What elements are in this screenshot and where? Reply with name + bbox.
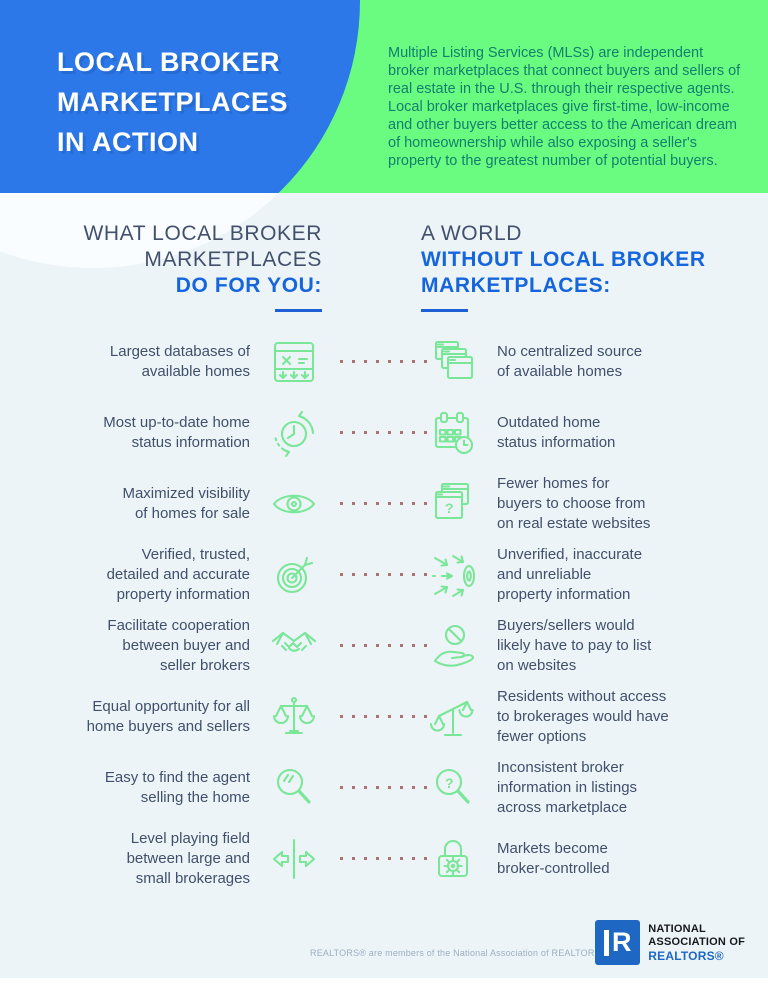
target-arrow-icon	[276, 556, 314, 593]
scales-balanced-icon	[272, 696, 316, 734]
dotted-divider	[340, 431, 427, 434]
clock-refresh-icon	[273, 410, 315, 457]
comparison-row: Maximized visibility of homes for sale ?	[0, 468, 768, 539]
dotted-divider	[340, 644, 427, 647]
dotted-divider	[340, 786, 427, 789]
logo-text-line: ASSOCIATION OF	[648, 935, 745, 948]
database-window-icon	[273, 341, 315, 382]
handshake-icon	[271, 631, 317, 652]
column-headings: WHAT LOCAL BROKER MARKETPLACES DO FOR YO…	[0, 193, 768, 317]
benefit-label: Equal opportunity for all home buyers an…	[86, 697, 250, 735]
comparison-row: Verified, trusted, detailed and accurate…	[0, 539, 768, 610]
benefit-label: Verified, trusted, detailed and accurate…	[106, 545, 250, 603]
logo-letter: R	[612, 927, 632, 957]
benefit-label: Maximized visibility of homes for sale	[122, 484, 250, 522]
right-column-heading: A WORLD WITHOUT LOCAL BROKER MARKETPLACE…	[421, 221, 706, 317]
nar-logo-mark: R	[595, 920, 641, 965]
drawback-label: Unverified, inaccurate and unreliable pr…	[497, 545, 643, 603]
title-line: MARKETPLACES	[57, 87, 289, 117]
benefit-label: Facilitate cooperation between buyer and…	[107, 616, 250, 674]
dotted-divider	[340, 857, 427, 860]
eye-icon	[272, 494, 316, 513]
stacked-windows-icon	[434, 340, 474, 379]
level-arrows-icon	[272, 838, 316, 879]
blue-blob-shape	[0, 0, 360, 193]
comparison-row: Equal opportunity for all home buyers an…	[0, 681, 768, 752]
nar-logo: R NATIONAL ASSOCIATION OF REALTORS®	[595, 920, 745, 965]
comparison-rows: Largest databases of available homes	[0, 326, 768, 894]
benefit-label: Largest databases of available homes	[109, 342, 250, 380]
logo-bar-shape	[604, 929, 610, 956]
drawback-label: Residents without access to brokerages w…	[497, 687, 669, 745]
heading-line-bold: DO FOR YOU:	[175, 274, 322, 297]
heading-line: WHAT LOCAL BROKER	[83, 222, 322, 245]
question-glyph: ?	[445, 500, 454, 516]
magnifier-icon	[276, 768, 311, 804]
heading-line: MARKETPLACES	[144, 248, 322, 271]
heading-line-bold: WITHOUT LOCAL BROKER	[421, 248, 706, 271]
title-line: IN ACTION	[57, 127, 199, 157]
drawback-label: Buyers/sellers would likely have to pay …	[497, 616, 652, 674]
dotted-divider	[340, 360, 427, 363]
drawback-label: Inconsistent broker information in listi…	[497, 758, 638, 816]
comparison-row: Largest databases of available homes	[0, 326, 768, 397]
bottom-white-strip	[0, 978, 768, 989]
lock-gear-icon	[437, 839, 469, 877]
drawback-label: Outdated home status information	[497, 413, 616, 451]
logo-text-line: REALTORS®	[648, 948, 724, 963]
drawback-label: Fewer homes for buyers to choose from on…	[497, 474, 651, 532]
header-banner: LOCAL BROKER MARKETPLACES IN ACTION Mult…	[0, 0, 768, 193]
drawback-label: Markets become broker-controlled	[497, 839, 610, 877]
comparison-row: Easy to find the agent selling the home …	[0, 752, 768, 823]
heading-line-bold: MARKETPLACES:	[421, 274, 611, 297]
heading-underline	[421, 309, 468, 312]
heading-underline	[275, 309, 322, 312]
left-column-heading: WHAT LOCAL BROKER MARKETPLACES DO FOR YO…	[70, 221, 322, 317]
footer-disclaimer: REALTORS® are members of the National As…	[310, 948, 608, 958]
logo-text-line: NATIONAL	[648, 922, 706, 935]
comparison-row: Most up-to-date home status information	[0, 397, 768, 468]
dotted-divider	[340, 715, 427, 718]
title-line: LOCAL BROKER	[57, 47, 281, 77]
calendar-clock-icon	[434, 411, 474, 454]
scales-unbalanced-icon	[429, 700, 474, 736]
dotted-divider	[340, 573, 427, 576]
drawback-label: No centralized source of available homes	[497, 342, 643, 380]
magnifier-question-icon: ?	[435, 768, 470, 804]
comparison-row: Facilitate cooperation between buyer and…	[0, 610, 768, 681]
benefit-label: Level playing field between large and sm…	[126, 829, 250, 887]
intro-paragraph: Multiple Listing Services (MLSs) are ind…	[388, 45, 741, 169]
dotted-divider	[340, 502, 427, 505]
heading-line: A WORLD	[421, 222, 523, 245]
comparison-row: Level playing field between large and sm…	[0, 823, 768, 894]
question-glyph: ?	[445, 775, 454, 791]
nar-logo-text: NATIONAL ASSOCIATION OF REALTORS®	[648, 923, 745, 963]
benefit-label: Easy to find the agent selling the home	[104, 768, 250, 806]
target-missed-icon	[431, 554, 476, 597]
window-question-icon: ?	[434, 482, 470, 519]
page-title: LOCAL BROKER MARKETPLACES IN ACTION	[57, 0, 367, 170]
benefit-label: Most up-to-date home status information	[103, 413, 250, 451]
hand-blocked-icon	[433, 624, 475, 667]
